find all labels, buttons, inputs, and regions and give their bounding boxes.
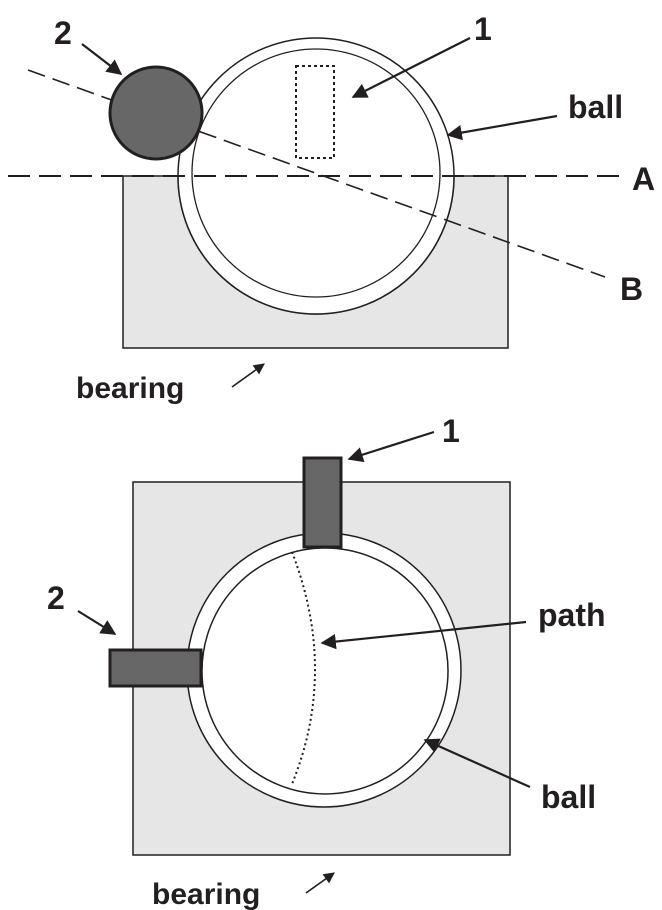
arrow-sensor-1-bottom <box>347 430 435 463</box>
label-axis-b: B <box>620 271 643 307</box>
ball-inner-side <box>191 48 441 298</box>
sensor-1-side <box>295 65 335 159</box>
arrow-path <box>320 620 527 650</box>
label-bearing-bottom: bearing <box>152 878 260 910</box>
label-sensor-2-top: 2 <box>54 15 72 51</box>
sensor-1-top <box>302 456 343 549</box>
arrow-bearing-top <box>231 363 265 388</box>
path-trace <box>291 551 316 785</box>
arrow-sensor-2-top <box>81 43 123 75</box>
label-ball-bottom: ball <box>541 779 596 815</box>
arrow-ball-top <box>446 114 558 141</box>
label-bearing-top: bearing <box>76 372 184 405</box>
sensor-2-side <box>108 65 204 161</box>
label-path: path <box>538 597 606 633</box>
arrow-sensor-2-bottom <box>77 610 117 635</box>
arrow-sensor-1-top <box>351 37 471 98</box>
label-ball-top: ball <box>568 89 623 125</box>
label-axis-a: A <box>632 161 655 197</box>
label-sensor-1-bottom: 1 <box>442 413 460 449</box>
arrow-bearing-bottom <box>305 872 335 894</box>
bottom-view: 1 2 path ball bearing <box>47 413 606 910</box>
axis-b-line <box>27 69 606 278</box>
arrow-ball-bottom <box>423 738 531 789</box>
label-sensor-1-top: 1 <box>474 11 492 47</box>
top-view: 1 2 ball A B bearing <box>8 11 655 405</box>
label-sensor-2-bottom: 2 <box>47 580 65 616</box>
sensor-2-top <box>108 648 203 688</box>
ball-inner-top <box>201 547 449 795</box>
